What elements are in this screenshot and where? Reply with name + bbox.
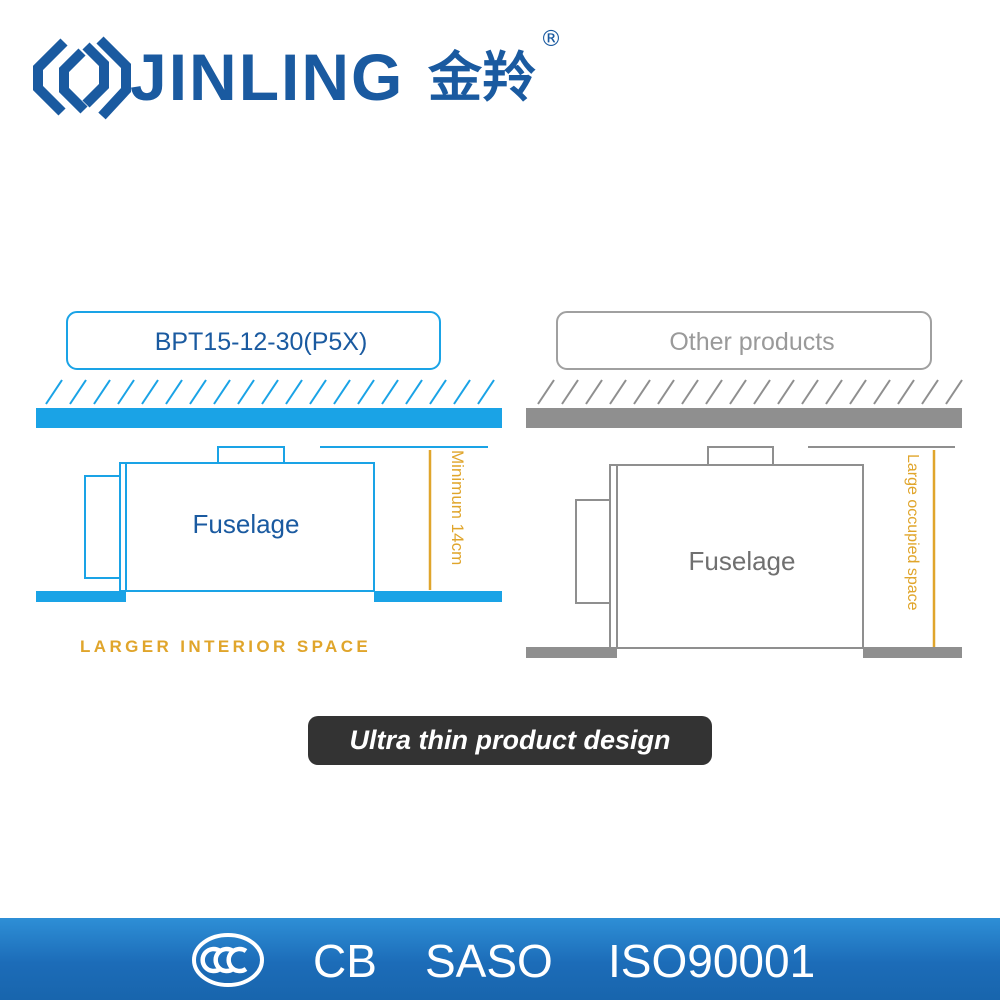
certification-footer: CB SASO ISO90001 [0,918,1000,1000]
right-unit-body [575,446,864,649]
left-caption: LARGER INTERIOR SPACE [80,637,371,656]
left-panel: BPT15-12-30(P5X) Fuselage Minimum 14cm L… [36,311,502,656]
design-banner: Ultra thin product design [308,716,712,765]
right-body-label: Fuselage [689,546,796,576]
ccc-certification-icon [192,933,264,987]
cert-cb: CB [313,935,377,987]
right-label: Other products [669,328,834,356]
left-dimension-label: Minimum 14cm [448,450,467,565]
right-ceiling-slab [526,408,962,428]
left-floor-segment-right [374,591,502,602]
right-floor-segment-right [863,647,962,658]
brand-name-chinese: 金羚 [428,46,536,109]
cert-saso: SASO [425,935,553,987]
right-label-box [556,311,932,370]
registered-mark: ® [540,27,562,52]
left-unit-body [84,446,375,592]
left-floor-segment-left [36,591,126,602]
left-model-label: BPT15-12-30(P5X) [155,328,368,356]
banner-text: Ultra thin product design [349,725,671,755]
left-ceiling-hatching [45,379,495,405]
left-model-label-box [66,311,441,370]
cert-iso90001: ISO90001 [608,935,816,987]
comparison-diagram: BPT15-12-30(P5X) Fuselage Minimum 14cm L… [36,311,963,658]
brand-name: JINLING [130,40,405,114]
right-floor-segment-left [526,647,617,658]
left-ceiling-slab [36,408,502,428]
right-ceiling-hatching [537,379,963,405]
right-panel: Other products Fuselage Large occupied s… [526,311,963,658]
jinling-logo-icon [33,36,131,120]
right-dimension-label: Large occupied space [904,454,921,611]
left-body-label: Fuselage [193,509,300,539]
